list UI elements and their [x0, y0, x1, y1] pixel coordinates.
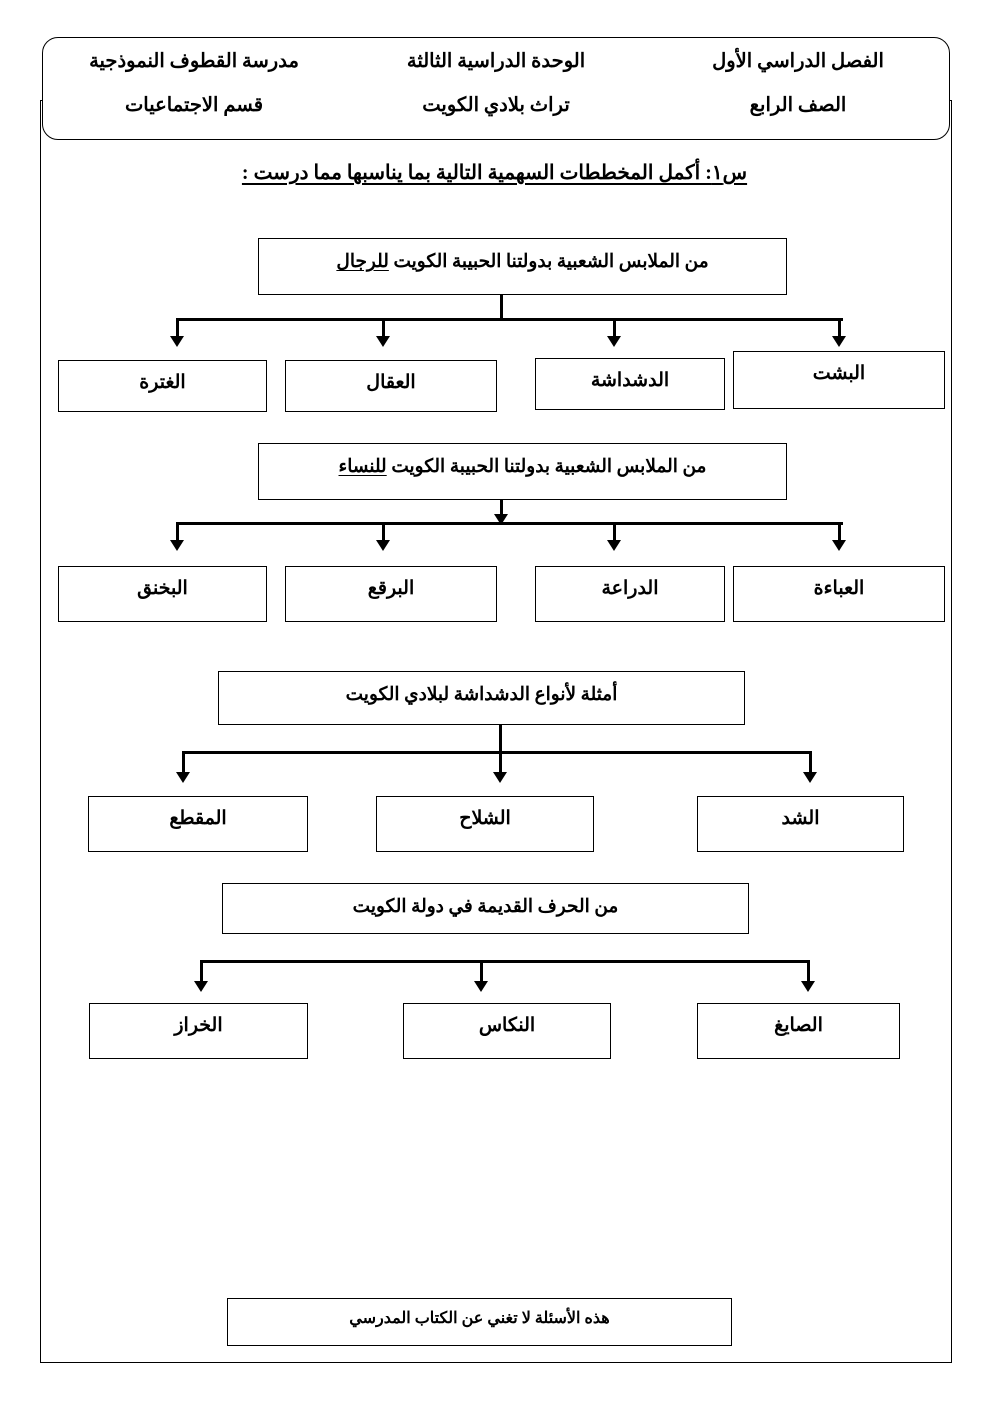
diagram-2-child-text-1: العباءة — [813, 578, 865, 599]
diagram-1-drop-4 — [176, 318, 179, 340]
diagram-1-arrow-4 — [170, 336, 184, 347]
diagram-4-child-box-3: الخراز — [89, 1003, 308, 1059]
diagram-4-drop-1 — [807, 960, 810, 985]
diagram-2-drop-1 — [838, 522, 841, 544]
diagram-4-child-text-3: الخراز — [174, 1015, 223, 1036]
diagram-2-child-box-2: الدراعة — [535, 566, 725, 622]
diagram-3-child-text-1: الشد — [781, 808, 820, 829]
diagram-4-child-text-2: النكاس — [478, 1015, 536, 1036]
diagram-1-child-box-2: الدشداشة — [535, 358, 725, 410]
question-prompt-text: س١: أكمل المخططات السهمية التالية بما ين… — [241, 162, 748, 184]
diagram-3-stem — [499, 725, 502, 753]
diagram-4-parent-text: من الحرف القديمة في دولة الكويت — [352, 897, 619, 917]
header-grade-label: الصف الرابع — [749, 95, 847, 116]
diagram-1-child-text-1: البشت — [812, 363, 866, 384]
diagram-2-drop-2 — [613, 522, 616, 544]
diagram-2-drop-3 — [382, 522, 385, 544]
diagram-1-child-text-3: العقال — [366, 372, 416, 393]
diagram-1-drop-2 — [613, 318, 616, 340]
header-school-name: مدرسة القطوف النموذجية — [89, 51, 299, 72]
diagram-3-child-box-3: المقطع — [88, 796, 308, 852]
diagram-3-child-box-2: الشلاح — [376, 796, 594, 852]
diagram-3-arrow-1 — [803, 772, 817, 783]
diagram-1-drop-1 — [838, 318, 841, 340]
diagram-1-arrow-1 — [832, 336, 846, 347]
diagram-4-bus — [200, 960, 810, 963]
diagram-1-child-box-1: البشت — [733, 351, 945, 409]
diagram-2-parent-text: من الملابس الشعبية بدولتنا الحبيبة الكوي… — [338, 457, 707, 477]
diagram-2-stem — [500, 500, 503, 522]
diagram-1-bus — [176, 318, 843, 321]
diagram-3-arrow-2 — [493, 772, 507, 783]
diagram-3-child-text-3: المقطع — [169, 808, 227, 829]
diagram-3-drop-1 — [809, 751, 812, 776]
diagram-4-parent-box: من الحرف القديمة في دولة الكويت — [222, 883, 749, 934]
diagram-1-drop-3 — [382, 318, 385, 340]
diagram-3-child-text-2: الشلاح — [459, 808, 511, 829]
document-header: الفصل الدراسي الأول الوحدة الدراسية الثا… — [42, 37, 950, 140]
diagram-2-parent-box: من الملابس الشعبية بدولتنا الحبيبة الكوي… — [258, 443, 787, 500]
diagram-4-arrow-2 — [474, 981, 488, 992]
diagram-2-child-text-4: البخنق — [137, 578, 188, 599]
diagram-2-stem-arrow — [494, 514, 508, 525]
diagram-3-arrow-3 — [176, 772, 190, 783]
diagram-2-child-text-2: الدراعة — [601, 578, 659, 599]
diagram-4-child-box-2: النكاس — [403, 1003, 611, 1059]
diagram-2-arrow-1 — [832, 540, 846, 551]
header-department-label: قسم الاجتماعيات — [124, 95, 264, 116]
header-topic-label: تراث بلادي الكويت — [422, 95, 570, 116]
diagram-4-drop-2 — [480, 960, 483, 985]
diagram-2-child-text-3: البرقع — [367, 578, 415, 599]
footer-note-text: هذه الأسئلة لا تغني عن الكتاب المدرسي — [349, 1310, 610, 1327]
diagram-1-arrow-2 — [607, 336, 621, 347]
diagram-4-arrow-3 — [194, 981, 208, 992]
diagram-1-child-box-4: الغترة — [58, 360, 267, 412]
diagram-1-child-text-2: الدشداشة — [590, 370, 670, 391]
diagram-1-stem — [500, 295, 503, 320]
diagram-2-child-box-3: البرقع — [285, 566, 497, 622]
diagram-2-arrow-2 — [607, 540, 621, 551]
diagram-4-drop-3 — [200, 960, 203, 985]
diagram-3-drop-3 — [182, 751, 185, 776]
header-unit-label: الوحدة الدراسية الثالثة — [406, 51, 586, 72]
diagram-1-child-box-3: العقال — [285, 360, 497, 412]
question-prompt: س١: أكمل المخططات السهمية التالية بما ين… — [42, 160, 947, 185]
diagram-4-child-text-1: الصايغ — [774, 1015, 823, 1036]
diagram-3-bus — [182, 751, 812, 754]
diagram-3-drop-2 — [499, 751, 502, 776]
diagram-1-child-text-4: الغترة — [139, 372, 186, 393]
header-row-2: الصف الرابع تراث بلادي الكويت قسم الاجتم… — [43, 92, 949, 120]
diagram-2-drop-4 — [176, 522, 179, 544]
diagram-1-arrow-3 — [376, 336, 390, 347]
footer-note: هذه الأسئلة لا تغني عن الكتاب المدرسي — [227, 1298, 732, 1346]
diagram-1-parent-box: من الملابس الشعبية بدولتنا الحبيبة الكوي… — [258, 238, 787, 295]
diagram-2-child-box-1: العباءة — [733, 566, 945, 622]
diagram-3-parent-box: أمثلة لأنواع الدشداشة لبلادي الكويت — [218, 671, 745, 725]
diagram-3-parent-text: أمثلة لأنواع الدشداشة لبلادي الكويت — [345, 685, 618, 705]
header-row-1: الفصل الدراسي الأول الوحدة الدراسية الثا… — [43, 48, 949, 76]
header-term-label: الفصل الدراسي الأول — [712, 51, 884, 72]
diagram-1-parent-text: من الملابس الشعبية بدولتنا الحبيبة الكوي… — [336, 252, 709, 272]
diagram-2-arrow-4 — [170, 540, 184, 551]
diagram-2-arrow-3 — [376, 540, 390, 551]
diagram-4-child-box-1: الصايغ — [697, 1003, 900, 1059]
diagram-2-child-box-4: البخنق — [58, 566, 267, 622]
diagram-3-child-box-1: الشد — [697, 796, 904, 852]
diagram-4-arrow-1 — [801, 981, 815, 992]
diagram-2-bus — [176, 522, 843, 525]
